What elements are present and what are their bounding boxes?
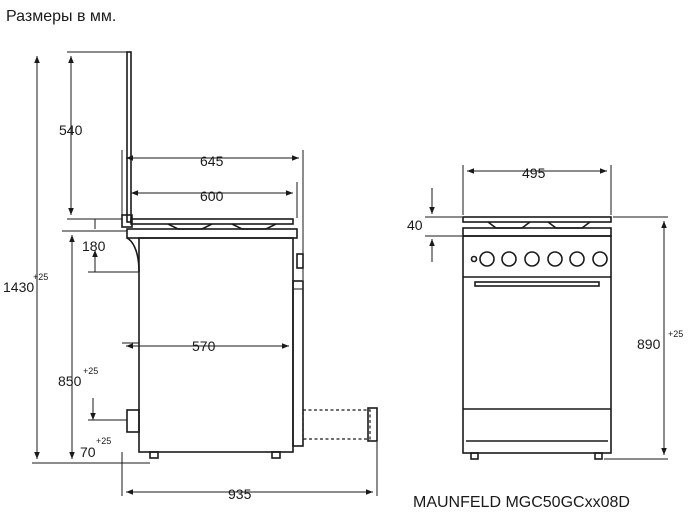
drawer-front: [367, 407, 378, 442]
dim-645: 645: [200, 153, 224, 169]
front-foot-left: [470, 452, 479, 460]
control-knob: [296, 253, 304, 269]
dim-570: 570: [192, 338, 216, 354]
foot-front: [271, 451, 281, 459]
front-foot-right: [594, 452, 603, 460]
knob-1: [479, 251, 495, 267]
raised-lid: [126, 51, 132, 223]
dim-1430: 1430: [3, 279, 34, 295]
knob-4: [547, 251, 563, 267]
top-panel: [126, 228, 298, 239]
dim-70-tolerance: +25: [96, 436, 111, 446]
dim-40: 40: [407, 217, 423, 233]
gas-pipe: [126, 237, 140, 273]
dim-495: 495: [522, 165, 546, 181]
dim-890-tolerance: +25: [668, 329, 683, 339]
dim-180: 180: [82, 238, 106, 254]
dim-850-tolerance: +25: [83, 366, 98, 376]
door-handle: [474, 281, 600, 287]
dim-890: 890: [637, 336, 661, 352]
knob-3: [524, 251, 540, 267]
front-burner-left: [487, 221, 531, 229]
dim-600: 600: [200, 188, 224, 204]
foot-rear: [149, 451, 159, 459]
knob-6: [592, 251, 608, 267]
oven-door: [292, 280, 304, 447]
dim-540: 540: [59, 122, 83, 138]
dim-935: 935: [228, 486, 252, 502]
drawer-open: [302, 409, 371, 440]
front-grate: [462, 216, 612, 223]
ignition-button: [470, 255, 478, 263]
front-top-panel: [462, 227, 612, 237]
model-name: MAUNFELD MGC50GCxx08D: [413, 494, 630, 511]
side-view: 540 1430 +25 645 600 180 570 850 +25 70 …: [3, 51, 378, 502]
knob-5: [569, 251, 585, 267]
knob-2: [501, 251, 517, 267]
front-burner-right: [547, 221, 591, 229]
dim-850: 850: [58, 373, 82, 389]
dim-70: 70: [80, 444, 96, 460]
front-view: 495 40 890 +25: [407, 165, 683, 460]
front-body: [462, 235, 612, 454]
dim-1430-tolerance: +25: [33, 272, 48, 282]
cabinet-body: [138, 237, 294, 453]
drawing-heading: Размеры в мм.: [6, 8, 116, 25]
cooktop-grate: [130, 218, 294, 225]
rear-connector: [126, 409, 140, 433]
